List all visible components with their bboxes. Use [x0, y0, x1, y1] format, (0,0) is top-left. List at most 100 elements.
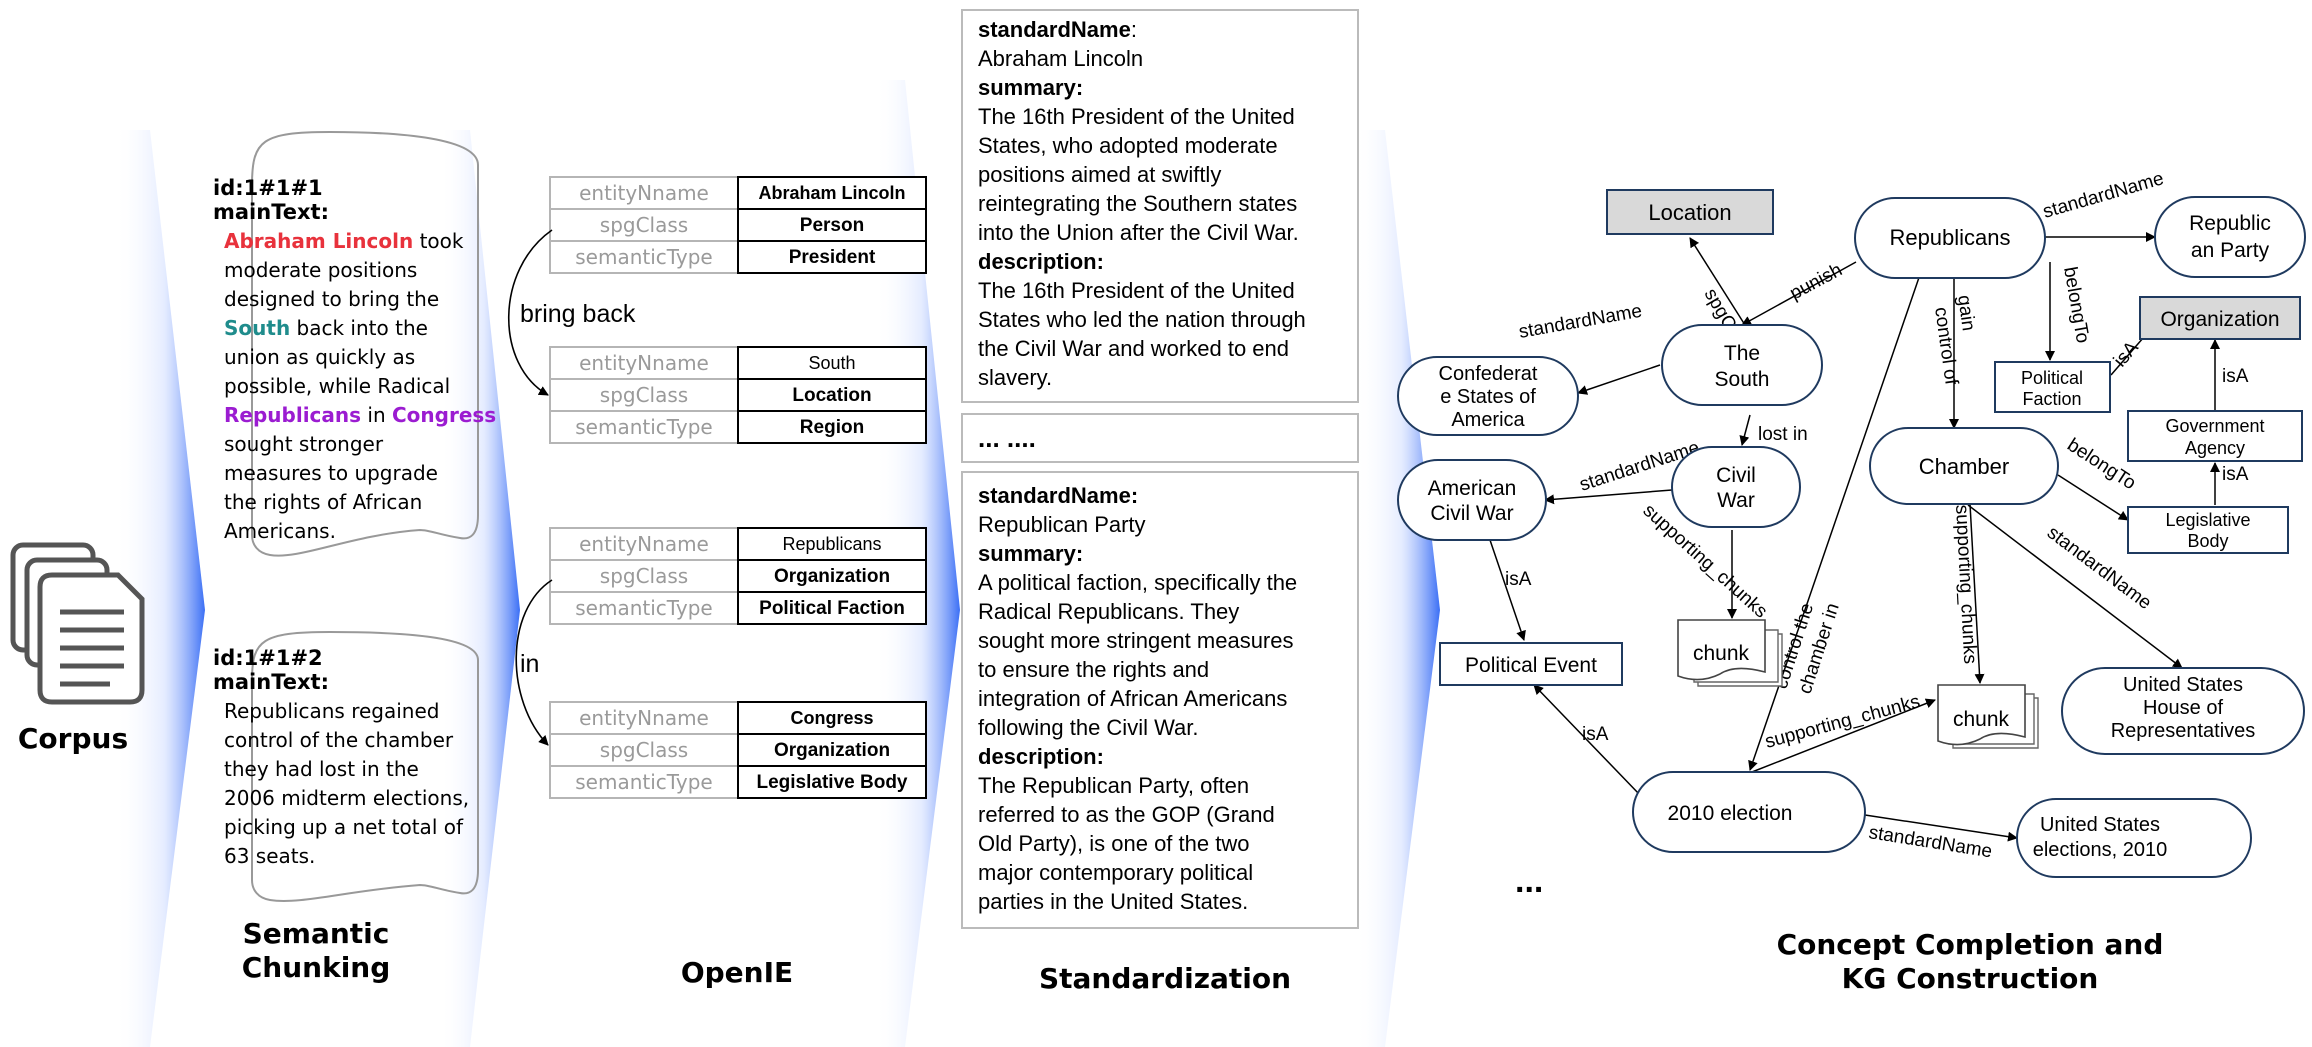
- edge-label-standardname-south: standardName: [1517, 301, 1643, 343]
- entity-row-label-cell: [549, 591, 739, 625]
- chunk-text-line: Abraham Lincoln took: [224, 229, 464, 253]
- kg-ellipsis: ...: [1515, 862, 1543, 900]
- svg-text:elections, 2010: elections, 2010: [2033, 839, 2168, 861]
- edge-election-chunk: [1751, 698, 1936, 773]
- chunk-text-segment: back into the: [290, 316, 428, 340]
- chunk-text-segment: designed to bring the: [224, 287, 439, 311]
- std-description-label: description:: [978, 249, 1104, 274]
- node-republican-party: Republic an Party: [2154, 196, 2306, 278]
- std-card-2: [961, 471, 1359, 929]
- node-2010-election: 2010 election: [1632, 771, 1866, 853]
- chunk-text-segment: Republicans: [224, 403, 361, 427]
- svg-text:South: South: [1715, 368, 1770, 391]
- document-stack-icon: [10, 542, 145, 705]
- kg-edges: [1489, 232, 2220, 842]
- chunk-text-segment: they had lost in the: [224, 757, 419, 781]
- corpus-label: Corpus: [18, 722, 128, 755]
- entity-row-label-cell: [549, 346, 739, 380]
- edge-label-isa-leg: isA: [2222, 464, 2249, 485]
- svg-text:Legislative: Legislative: [2165, 510, 2250, 530]
- edge-chamber-leg: [2057, 474, 2129, 521]
- std-summary-label: summary:: [978, 75, 1083, 100]
- chunk-text-line: measures to upgrade: [224, 461, 438, 485]
- svg-text:The: The: [1724, 342, 1760, 365]
- chunk-text-segment: possible, while Radical: [224, 374, 450, 398]
- std-summary-line: A political faction, specifically the: [978, 570, 1297, 595]
- std-sn-label: standardName:: [978, 483, 1138, 508]
- node-political-faction: Political Faction: [1994, 361, 2111, 413]
- chunk-text-segment: 2006 midterm elections,: [224, 786, 469, 810]
- entity-row-label-cell: [549, 208, 739, 242]
- in-arrow: [515, 579, 553, 746]
- entity-row-label: semanticType: [575, 245, 712, 269]
- edge-label-supporting-chunks-chamber: supporting_chunks: [1951, 504, 1980, 664]
- svg-text:Organization: Organization: [2160, 308, 2279, 331]
- chunk-text-segment: moderate positions: [224, 258, 417, 282]
- std-standardname-label: standardName:: [978, 483, 1138, 508]
- entity-row-value-cell: [737, 176, 927, 210]
- svg-text:United States: United States: [2123, 674, 2243, 696]
- separator-1: [115, 130, 205, 1047]
- svg-text:Confederat: Confederat: [1439, 363, 1538, 385]
- std-standardname-value: Abraham Lincoln: [978, 46, 1143, 71]
- entity-spgClass-value: Location: [792, 385, 871, 406]
- corpus-section: Corpus: [10, 542, 145, 755]
- chunk-text-line: the rights of African: [224, 490, 422, 514]
- separator-2: [440, 130, 520, 1047]
- edge-label-standardname-election: standardName: [1867, 822, 1993, 862]
- entity-entityName-value: South: [808, 353, 855, 373]
- std-summary-line: sought more stringent measures: [978, 628, 1294, 653]
- semantic-chunking-section: id:1#1#1 mainText: Abraham Lincoln took mod…: [213, 130, 496, 984]
- kg-section: spgClass punish standardName standardNam…: [1397, 168, 2306, 995]
- separator-4: [1355, 130, 1440, 1047]
- chunking-label-line2: Chunking: [242, 951, 391, 984]
- edge-south-confed: [1577, 364, 1661, 395]
- std-summary-line: reintegrating the Southern states: [978, 191, 1297, 216]
- chunk-text-line: Republicans regained: [224, 699, 439, 723]
- bring-back-label: bring back: [520, 300, 636, 328]
- entity-row-label: spgClass: [600, 383, 688, 407]
- node-organization: Organization: [2139, 296, 2301, 340]
- entity-row-label: spgClass: [600, 738, 688, 762]
- chunk-text-segment: control of the chamber: [224, 728, 454, 752]
- std-summary-line: integration of African Americans: [978, 686, 1287, 711]
- svg-text:2010 election: 2010 election: [1668, 802, 1793, 825]
- std-description-line: States who led the nation through: [978, 307, 1306, 332]
- chunk-main-label: mainText:: [213, 670, 329, 694]
- entity-semanticType-value: President: [789, 247, 876, 268]
- svg-text:Faction: Faction: [2022, 389, 2081, 409]
- edge-label-supporting-chunks-election: supporting_chunks: [1763, 691, 1923, 753]
- chunk-text-line: South back into the: [224, 316, 428, 340]
- chunk-id: id:1#1#2: [213, 646, 323, 670]
- edge-chamber-chunk: [1969, 503, 1985, 684]
- svg-text:e States of: e States of: [1440, 386, 1536, 408]
- chunk-text-line: they had lost in the: [224, 757, 419, 781]
- node-the-south: The South: [1661, 324, 1823, 406]
- svg-text:America: America: [1451, 409, 1525, 431]
- entity-row-value-cell: [737, 591, 927, 625]
- std-summary-line: The 16th President of the United: [978, 104, 1295, 129]
- chunk-id: id:1#1#1: [213, 176, 323, 200]
- bring-back-arrow: [507, 229, 553, 396]
- node-us-elections-2010: United States elections, 2010: [2016, 798, 2252, 878]
- svg-text:United States: United States: [2040, 814, 2160, 836]
- edge-rep-south: [1741, 261, 1857, 326]
- chunk-text-segment: in: [361, 403, 392, 427]
- edge-acw-event: [1489, 539, 1526, 641]
- entity-semanticType-value: Legislative Body: [757, 772, 908, 793]
- node-political-event: Political Event: [1439, 642, 1623, 686]
- edge-election-uselections: [1864, 814, 2018, 842]
- entity-row-value-cell: [737, 559, 927, 593]
- entity-row-label-cell: [549, 378, 739, 412]
- entity-row-value-cell: [737, 701, 927, 735]
- chunk-text-segment: Abraham Lincoln: [224, 229, 413, 253]
- entity-spgClass-value: Organization: [774, 566, 890, 587]
- entity-row-label: spgClass: [600, 564, 688, 588]
- node-american-civil-war: American Civil War: [1397, 459, 1547, 541]
- chunk-text-segment: took: [413, 229, 464, 253]
- edge-election-event: [1533, 684, 1641, 796]
- entity-spgClass-value: Person: [800, 215, 864, 236]
- node-government-agency: Government Agency: [2127, 410, 2303, 462]
